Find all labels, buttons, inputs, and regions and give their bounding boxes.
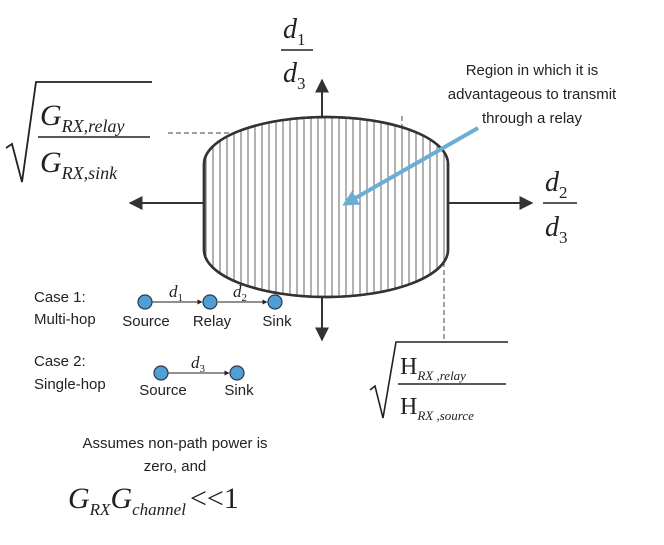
svg-text:d1: d1 xyxy=(283,14,306,49)
case1-node-sink xyxy=(267,294,283,310)
region-arrow xyxy=(342,126,479,206)
case2: Case 2: Single-hop d3 Source Sink xyxy=(34,353,254,399)
case2-label: Case 2: Single-hop xyxy=(34,353,106,393)
case1-node-relay-label: Relay xyxy=(193,313,232,330)
case1-link-1-label: d1 xyxy=(169,282,183,304)
case1: Case 1: Multi-hop d1 d2 Source Relay Sin… xyxy=(34,282,292,330)
annotation-line-2: advantageous to transmit xyxy=(448,86,617,103)
case2-link-label: d3 xyxy=(191,353,206,375)
svg-text:Case 1:: Case 1: xyxy=(34,289,86,306)
region-annotation: Region in which it is advantageous to tr… xyxy=(448,62,617,127)
svg-text:HRX ,source: HRX ,source xyxy=(400,394,474,423)
svg-text:d3: d3 xyxy=(283,58,306,93)
x-axis-label: d2 d3 xyxy=(543,167,577,247)
svg-text:zero, and: zero, and xyxy=(144,458,207,475)
case1-node-source xyxy=(137,294,153,310)
case1-link-2-label: d2 xyxy=(233,282,247,304)
advantage-region xyxy=(202,115,450,299)
svg-text:HRX ,relay: HRX ,relay xyxy=(400,354,466,383)
y-axis-label: d1 d3 xyxy=(281,14,313,93)
case2-node-source xyxy=(153,365,169,381)
svg-text:GRX,relay: GRX,relay xyxy=(40,99,124,136)
svg-text:Case 2:: Case 2: xyxy=(34,353,86,370)
case2-node-sink-label: Sink xyxy=(224,382,254,399)
svg-text:Single-hop: Single-hop xyxy=(34,376,106,393)
svg-text:Assumes non-path power is: Assumes non-path power is xyxy=(82,435,267,452)
right-threshold-formula: HRX ,relay HRX ,source xyxy=(369,341,508,423)
case1-node-relay xyxy=(202,294,218,310)
case1-label: Case 1: Multi-hop xyxy=(34,289,96,328)
svg-text:d2: d2 xyxy=(545,167,568,202)
annotation-line-3: through a relay xyxy=(482,110,583,127)
annotation-line-1: Region in which it is xyxy=(466,62,599,79)
svg-text:d3: d3 xyxy=(545,212,568,247)
case2-node-sink xyxy=(229,365,245,381)
case1-node-sink-label: Sink xyxy=(262,313,292,330)
left-threshold-formula: GRX,relay GRX,sink xyxy=(5,81,152,183)
svg-text:Multi-hop: Multi-hop xyxy=(34,311,96,328)
case1-node-source-label: Source xyxy=(122,313,170,330)
svg-text:GRX,sink: GRX,sink xyxy=(40,146,118,183)
case2-node-source-label: Source xyxy=(139,382,187,399)
assumption-text: Assumes non-path power is zero, and xyxy=(82,435,267,475)
assumption-formula: GRXGchannel<<1 xyxy=(68,482,239,519)
